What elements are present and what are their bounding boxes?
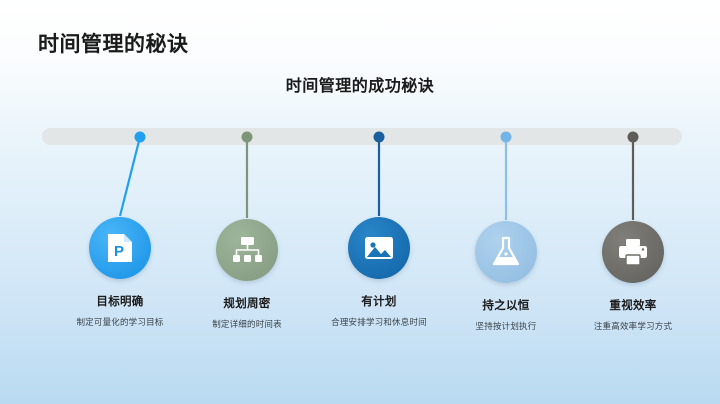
timeline-bar xyxy=(42,128,682,145)
timeline-dot-4[interactable] xyxy=(500,131,512,143)
node-desc-5: 注重高效率学习方式 xyxy=(593,321,673,331)
timeline-node-2[interactable]: 规划周密 制定详细的时间表 xyxy=(172,219,322,330)
timeline-dot-1[interactable] xyxy=(134,131,146,143)
image-icon xyxy=(363,234,395,262)
timeline-node-3[interactable]: 有计划 合理安排学习和休息时间 xyxy=(304,217,454,328)
node-circle-2[interactable] xyxy=(216,219,278,281)
node-title-2: 规划周密 xyxy=(223,298,271,310)
node-circle-5[interactable] xyxy=(602,221,664,283)
org-chart-icon xyxy=(231,235,263,265)
timeline-node-5[interactable]: 重视效率 注重高效率学习方式 xyxy=(558,221,708,332)
node-desc-3: 合理安排学习和休息时间 xyxy=(331,317,427,327)
node-desc-1: 制定可量化的学习目标 xyxy=(76,317,164,327)
printer-icon xyxy=(617,238,649,266)
page-title: 时间管理的秘诀 xyxy=(38,33,189,56)
timeline-dot-3[interactable] xyxy=(373,131,385,143)
timeline-node-1[interactable]: P 目标明确 制定可量化的学习目标 xyxy=(45,217,195,328)
slide-subtitle: 时间管理的成功秘诀 xyxy=(285,78,435,95)
node-circle-4[interactable] xyxy=(475,221,537,283)
node-title-4: 持之以恒 xyxy=(482,300,530,312)
timeline-dot-2[interactable] xyxy=(241,131,253,143)
node-title-5: 重视效率 xyxy=(609,300,657,312)
node-desc-2: 制定详细的时间表 xyxy=(212,319,282,329)
flask-icon xyxy=(492,236,520,268)
timeline-node-4[interactable]: 持之以恒 坚持按计划执行 xyxy=(431,221,581,332)
svg-text:P: P xyxy=(114,243,124,260)
node-desc-4: 坚持按计划执行 xyxy=(475,321,537,331)
node-circle-3[interactable] xyxy=(348,217,410,279)
node-circle-1[interactable]: P xyxy=(89,217,151,279)
document-p-icon: P xyxy=(105,232,135,264)
timeline-dot-5[interactable] xyxy=(627,131,639,143)
node-title-1: 目标明确 xyxy=(96,296,144,308)
node-title-3: 有计划 xyxy=(361,296,397,308)
